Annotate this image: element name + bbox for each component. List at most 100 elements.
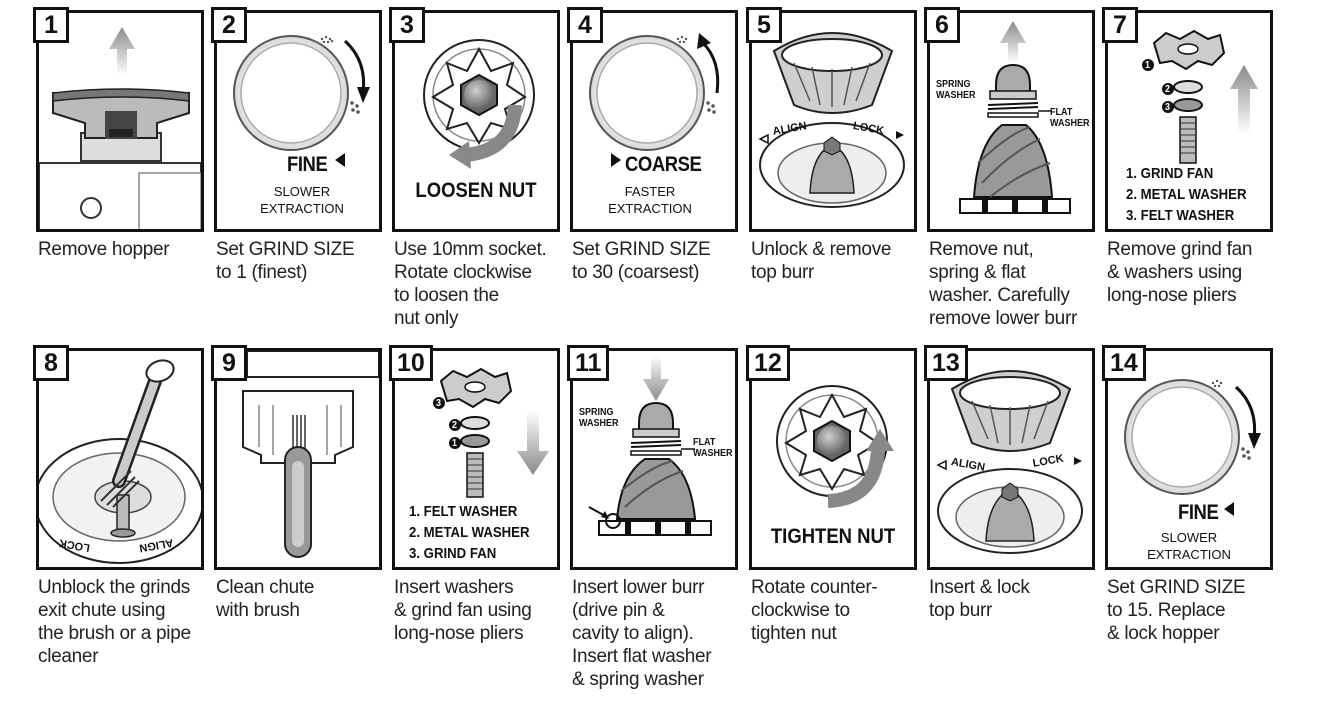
brush-bristles-icon [292,415,306,451]
step-caption: Remove hopper [38,239,170,260]
fine-grounds-icon [1211,379,1223,388]
dial-knob-icon [80,197,102,219]
insert-washers-illustration [433,367,549,498]
dial-extraction-label: SLOWER EXTRACTION [260,184,344,216]
unblock-chute-illustration [39,359,201,564]
metal-washer-icon [460,416,490,430]
up-arrow-icon [1000,21,1026,63]
step-number: 7 [1102,7,1138,43]
parts-list: 1. FELT WASHER 2. METAL WASHER 3. GRIND … [409,501,530,564]
step-caption: Set GRIND SIZE to 1 (finest) [216,239,355,283]
down-arrow-icon [517,411,549,475]
step-number: 9 [211,345,247,381]
step-number: 2 [211,7,247,43]
step-13-panel: ALIGN LOCK [927,348,1095,570]
dial-setting-label: COARSE [625,153,702,176]
insert-top-burr-illustration [936,370,1083,554]
step-4-panel: COARSE FASTER EXTRACTION [570,10,738,232]
step-caption: Remove nut, spring & flat washer. Carefu… [929,239,1078,329]
step-2-panel: FINE SLOWER EXTRACTION [214,10,382,232]
parts-list: 1. GRIND FAN 2. METAL WASHER 3. FELT WAS… [1126,163,1247,226]
step-number: 10 [389,345,433,381]
step-number: 14 [1102,345,1146,381]
pointer-left-icon [1224,502,1234,516]
parts-list-item: 2. METAL WASHER [409,524,530,541]
top-burr-remove-illustration [758,32,905,208]
counter-clockwise-arrow-icon [701,41,720,94]
coarse-grounds-icon [1241,447,1251,460]
step-caption: Rotate counter- clockwise to tighten nut [751,577,878,644]
brush-bristles-icon [100,470,140,508]
fine-grounds-icon [676,35,688,44]
cap-nut-icon [995,63,1031,94]
parts-list-item: 3. GRIND FAN [409,545,497,562]
insert-lower-burr-illustration [588,355,712,536]
step-14-panel: FINE SLOWER EXTRACTION [1105,348,1273,570]
spring-washer-icon [630,440,682,448]
counter-clockwise-arrow-icon [827,448,885,508]
step-11-panel: SPRING WASHER FLAT WASHER [570,348,738,570]
clean-chute-illustration [242,351,379,558]
step-3-panel: LOOSEN NUT [392,10,560,232]
marker-3: 3 [436,398,442,409]
step-1-panel [36,10,204,232]
grind-dial-illustration [233,35,370,167]
step-12-panel: TIGHTEN NUT [749,348,917,570]
down-arrow-icon [643,355,669,401]
parts-list-item: 2. METAL WASHER [1126,186,1247,203]
step-8-panel: LOCK ALIGN [36,348,204,570]
remove-nut-illustration [959,21,1071,214]
drive-pin-highlight-icon [605,513,621,529]
step-caption: Unlock & remove top burr [751,239,892,283]
felt-washer-icon [460,434,490,448]
action-label: TIGHTEN NUT [770,525,896,548]
flat-washer-label: FLAT WASHER [693,437,733,459]
coarse-grounds-icon [706,101,716,114]
step-9-panel [214,348,382,570]
dial-setting-label: FINE [1178,501,1219,524]
spring-washer-icon [987,102,1039,110]
coarse-grounds-icon [350,101,360,114]
step-number: 13 [924,345,968,381]
grind-dial-illustration [589,33,720,167]
step-number: 11 [567,345,610,381]
spring-washer-label: SPRING WASHER [579,407,619,429]
step-number: 5 [746,7,782,43]
flat-washer-icon [987,112,1039,118]
loosen-nut-illustration [423,39,535,169]
step-number: 8 [33,345,69,381]
marker-2: 2 [1165,84,1171,95]
step-number: 12 [746,345,790,381]
up-arrow-icon [109,27,135,75]
marker-3: 3 [1165,102,1171,113]
step-6-panel: SPRING WASHER FLAT WASHER [927,10,1095,232]
flat-washer-label: FLAT WASHER [1050,107,1090,129]
step-caption: Clean chute with brush [216,577,315,621]
cap-nut-icon [638,401,674,432]
step-10-panel: 3 2 1 1. FELT WASHER 2. METAL WASHER 3. … [392,348,560,570]
up-arrow-icon [1230,65,1258,133]
flat-washer-icon [630,450,682,456]
metal-washer-icon [1173,80,1203,94]
step-7-panel: 1 2 3 1. GRIND FAN 2. METAL WASHER 3. FE… [1105,10,1273,232]
felt-washer-icon [1173,98,1203,112]
dial-extraction-label: FASTER EXTRACTION [608,184,692,216]
step-caption: Set GRIND SIZE to 15. Replace & lock hop… [1107,577,1246,644]
spring-washer-label: SPRING WASHER [936,79,976,101]
remove-grind-fan-illustration [1142,29,1258,164]
step-number: 1 [33,7,69,43]
step-caption: Use 10mm socket. Rotate clockwise to loo… [394,239,547,329]
step-caption: Set GRIND SIZE to 30 (coarsest) [572,239,711,283]
fine-grounds-icon [320,35,334,44]
step-number: 4 [567,7,603,43]
remove-hopper-illustration [39,27,201,229]
grind-dial-illustration [1124,379,1261,516]
step-number: 6 [924,7,960,43]
step-caption: Remove grind fan & washers using long-no… [1107,239,1253,306]
marker-1: 1 [452,438,458,449]
step-5-panel: ALIGN LOCK [749,10,917,232]
pointer-left-icon [335,153,345,167]
dial-setting-label: FINE [287,153,328,176]
marker-2: 2 [452,420,458,431]
step-caption: Unblock the grinds exit chute using the … [38,577,191,667]
